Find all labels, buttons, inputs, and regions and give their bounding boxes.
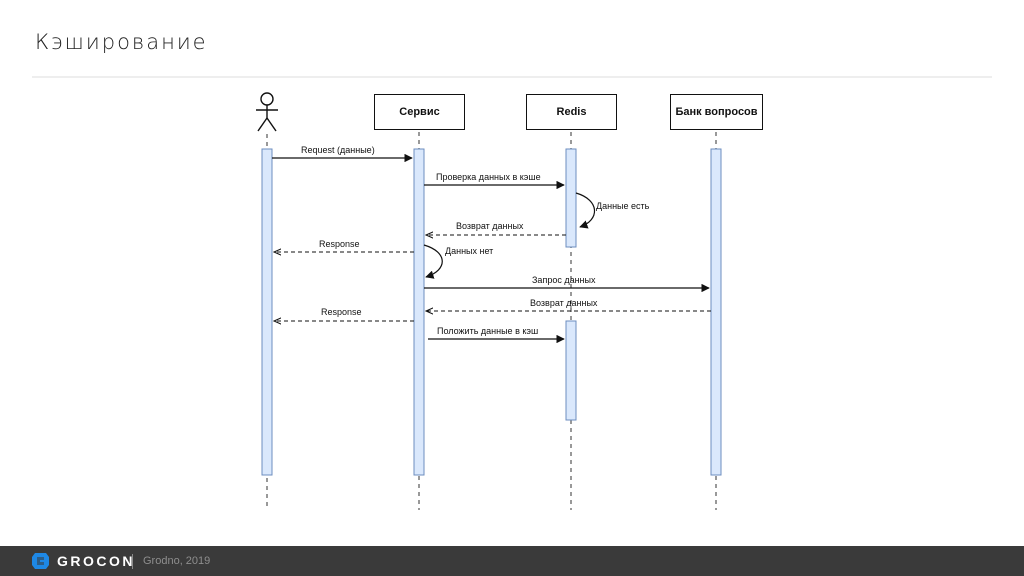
message-label-return-from-redis: Возврат данных (456, 221, 524, 231)
activation-bar-actor (261, 148, 273, 476)
footer-bar: GROCON Grodno, 2019 (0, 546, 1024, 576)
grocon-logo-icon (32, 553, 49, 569)
message-label-return-from-bank: Возврат данных (530, 298, 598, 308)
participant-bank-label: Банк вопросов (675, 106, 758, 118)
message-label-data-exists: Данные есть (596, 201, 650, 211)
activation-bar-service (413, 148, 425, 476)
message-label-request-data: Запрос данных (532, 275, 596, 285)
message-arrow-data-exists (575, 192, 596, 229)
participant-bank: Банк вопросов (670, 94, 763, 130)
message-arrow-no-data (423, 244, 443, 279)
activation-bar-redis-1 (565, 148, 577, 248)
activation-bar-bank (710, 148, 722, 476)
message-label-no-data: Данных нет (445, 246, 494, 256)
participant-service-label: Сервис (399, 106, 440, 118)
footer-divider (132, 554, 133, 569)
footer-brand: GROCON (57, 553, 135, 569)
actor-figure-icon (256, 92, 278, 132)
title-divider (32, 76, 992, 78)
participant-service: Сервис (374, 94, 465, 130)
message-label-check-cache: Проверка данных в кэше (436, 172, 541, 182)
participant-redis-label: Redis (556, 106, 587, 118)
footer-caption: Grodno, 2019 (143, 555, 211, 567)
message-label-response-2: Response (321, 307, 362, 317)
activation-bar-redis-2 (565, 320, 577, 421)
message-label-response-1: Response (319, 239, 360, 249)
message-label-request: Request (данные) (301, 145, 375, 155)
participant-redis: Redis (526, 94, 617, 130)
slide-title: Кэширование (35, 30, 208, 54)
message-label-put-cache: Положить данные в кэш (437, 326, 539, 336)
